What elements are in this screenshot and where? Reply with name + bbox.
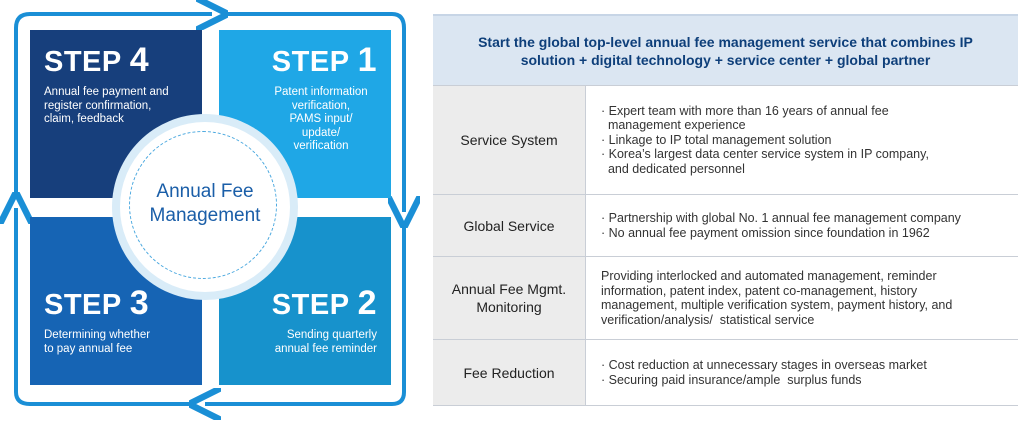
step-2-title: STEP 2 bbox=[271, 284, 377, 322]
step-4-title: STEP 4 bbox=[44, 41, 150, 79]
cycle-arrows bbox=[0, 0, 420, 421]
row-content: · Partnership with global No. 1 annual f… bbox=[601, 211, 961, 240]
table-row-fee-reduction: Fee Reduction · Cost reduction at unnece… bbox=[433, 340, 1018, 406]
row-label: Global Service bbox=[433, 195, 585, 256]
arrow-top bbox=[14, 14, 212, 195]
arrow-left bbox=[16, 208, 195, 406]
row-content: Providing interlocked and automated mana… bbox=[601, 269, 953, 327]
step-3-title: STEP 3 bbox=[44, 284, 150, 322]
arrow-bottom bbox=[205, 222, 406, 404]
step-1-title: STEP 1 bbox=[271, 41, 377, 79]
table-row-service-system: Service System · Expert team with more t… bbox=[433, 85, 1018, 196]
service-table: Start the global top-level annual fee ma… bbox=[433, 14, 1018, 407]
table-row-global-service: Global Service · Partnership with global… bbox=[433, 195, 1018, 257]
row-label: Service System bbox=[433, 86, 585, 194]
table-row-monitoring: Annual Fee Mgmt. Monitoring Providing in… bbox=[433, 257, 1018, 340]
row-content: · Expert team with more than 16 years of… bbox=[601, 103, 929, 176]
center-dashed-ring bbox=[129, 131, 277, 279]
table-header: Start the global top-level annual fee ma… bbox=[433, 14, 1018, 85]
row-label: Fee Reduction bbox=[433, 340, 585, 405]
arrow-right bbox=[222, 12, 404, 212]
row-content: · Cost reduction at unnecessary stages i… bbox=[601, 358, 927, 387]
row-label: Annual Fee Mgmt. Monitoring bbox=[433, 257, 585, 339]
